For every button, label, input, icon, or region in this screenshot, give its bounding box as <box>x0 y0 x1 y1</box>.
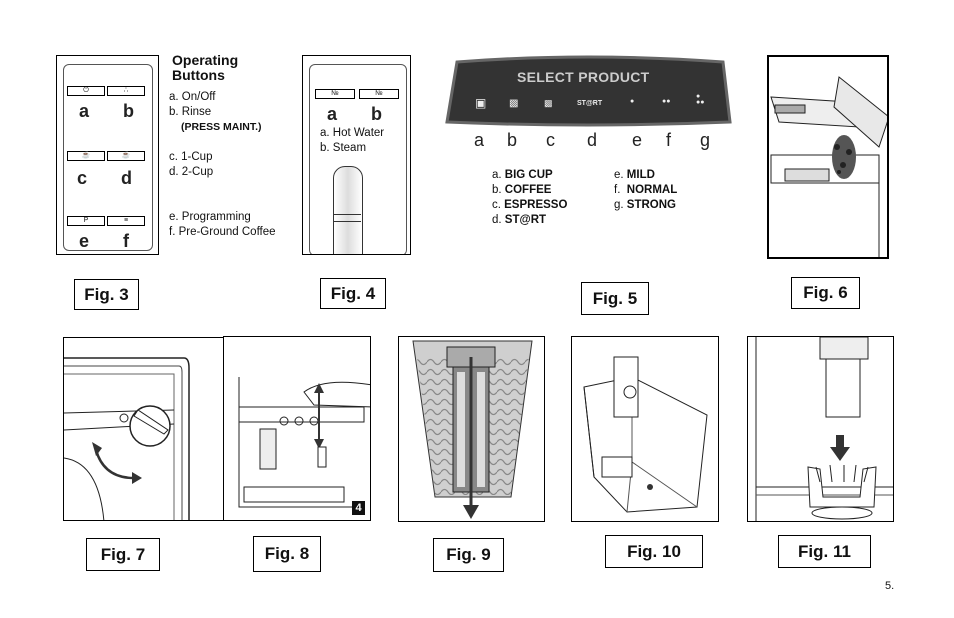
fig7-panel <box>63 337 225 521</box>
rinse-button[interactable]: ∴ <box>107 86 145 96</box>
fig4-item: b. Steam <box>320 142 367 154</box>
fig5-letter-g: g <box>700 130 711 150</box>
fig5-item: b. COFFEE <box>492 184 552 196</box>
start-button[interactable]: ST@RT <box>577 100 603 107</box>
fig7-label: Fig. 7 <box>86 538 160 571</box>
fig3-letter-f: f <box>123 231 129 251</box>
fig4-inner-frame <box>309 64 407 254</box>
fig3-item: d. 2-Cup <box>169 166 214 178</box>
fig3-letter-a: a <box>79 101 90 121</box>
steam-button[interactable]: № <box>359 89 399 99</box>
mild-button[interactable]: ● <box>630 98 635 105</box>
fig4-item: a. Hot Water <box>320 127 385 139</box>
fig5-letter-d: d <box>587 130 598 150</box>
two-cup-button[interactable]: ☕ <box>107 151 145 161</box>
fig3-heading-line1: Operating <box>172 52 239 68</box>
fig4-label: Fig. 4 <box>320 278 386 309</box>
fig5-item-text: STRONG <box>626 199 676 211</box>
fig11-illustration <box>755 337 893 521</box>
fig9-label: Fig. 9 <box>433 538 504 572</box>
fig10-panel <box>571 336 719 522</box>
nozzle-ring <box>333 214 361 222</box>
fig9-panel <box>398 336 545 522</box>
fig3-letter-c: c <box>77 168 88 188</box>
fig3-inner-frame <box>63 64 153 251</box>
pre-ground-button[interactable]: ≡ <box>107 216 145 226</box>
fig5-letter-f: f <box>666 130 672 150</box>
fig5-list-left: a. BIG CUP b. COFFEE c. ESPRESSO d. ST@R… <box>492 168 602 228</box>
fig5-item: e. MILD <box>614 169 655 181</box>
programming-button[interactable]: P <box>67 216 105 226</box>
fig3-letter-d: d <box>121 168 132 188</box>
fig5-item-text: BIG CUP <box>504 169 553 181</box>
fig5-item: a. BIG CUP <box>492 169 553 181</box>
fig5-item: c. ESPRESSO <box>492 199 568 211</box>
fig3-panel: ⏻ ∴ a b ☕ ☕ c d P ≡ e f <box>56 55 159 255</box>
fig5-label: Fig. 5 <box>581 282 649 315</box>
hot-water-button[interactable]: № <box>315 89 355 99</box>
fig3-letter-e: e <box>79 231 90 251</box>
fig5-letter-b: b <box>507 130 518 150</box>
fig8-illustration <box>238 377 370 508</box>
fig3-item: e. Programming <box>169 211 251 223</box>
fig5-display-panel: SELECT PRODUCT ▣ ▩ ▩ ST@RT ● ●● ●●● <box>445 55 732 127</box>
fig5-item: d. ST@RT <box>492 214 547 226</box>
fig3-item: a. On/Off <box>169 91 216 103</box>
fig3-item: f. Pre-Ground Coffee <box>169 226 276 238</box>
fig11-label: Fig. 11 <box>778 535 871 568</box>
fig3-item: b. Rinse <box>169 106 212 118</box>
fig8-panel: 4 <box>223 336 371 521</box>
fig3-item: c. 1-Cup <box>169 151 213 163</box>
fig8-label: Fig. 8 <box>253 536 321 572</box>
normal-button[interactable]: ●● <box>662 98 671 105</box>
fig3-list: a. On/Off b. Rinse (PRESS MAINT.) c. 1-C… <box>169 90 299 240</box>
fig4-panel: № № a b <box>302 55 411 255</box>
fig5-item-text: MILD <box>626 169 655 181</box>
fig9-illustration <box>412 340 533 519</box>
fig11-panel <box>747 336 894 522</box>
fig4-list: a. Hot Water b. Steam <box>320 126 420 156</box>
page-number: 5. <box>885 580 895 592</box>
fig5-letter-e: e <box>632 130 643 150</box>
steam-nozzle <box>333 166 363 254</box>
fig7-illustration <box>64 357 190 520</box>
fig3-heading-line2: Buttons <box>172 67 225 83</box>
big-cup-button[interactable]: ▣ <box>475 96 487 110</box>
fig5-letters: a b c d e f g <box>474 130 734 152</box>
strong-button[interactable]: ●●● <box>696 93 705 106</box>
select-product-display: SELECT PRODUCT <box>517 69 650 85</box>
fig5-item-text: ESPRESSO <box>504 199 568 211</box>
one-cup-button[interactable]: ☕ <box>67 151 105 161</box>
fig5-item-text: NORMAL <box>626 184 678 196</box>
fig4-letter-b: b <box>371 104 382 124</box>
fig8-badge: 4 <box>352 501 365 515</box>
fig3-label: Fig. 3 <box>74 279 139 310</box>
fig3-letter-b: b <box>123 101 134 121</box>
fig6-illustration <box>770 76 887 257</box>
fig5-panel-shape <box>445 55 732 127</box>
fig3-item: (PRESS MAINT.) <box>181 121 262 133</box>
fig5-letter-c: c <box>546 130 555 150</box>
fig5-list-right: e. MILD f. NORMAL g. STRONG <box>614 168 714 213</box>
espresso-button[interactable]: ▩ <box>544 98 553 108</box>
fig3-heading: Operating Buttons <box>172 53 238 83</box>
fig5-item: f. NORMAL <box>614 184 678 196</box>
fig10-illustration <box>583 356 708 513</box>
fig5-letter-a: a <box>474 130 485 150</box>
fig5-item-text: ST@RT <box>504 214 547 226</box>
fig4-letter-a: a <box>327 104 338 124</box>
coffee-button[interactable]: ▩ <box>509 98 519 109</box>
fig6-label: Fig. 6 <box>791 277 860 309</box>
fig5-item: g. STRONG <box>614 199 676 211</box>
fig6-panel <box>767 55 889 259</box>
fig10-label: Fig. 10 <box>605 535 703 568</box>
fig5-item-text: COFFEE <box>504 184 552 196</box>
onoff-button[interactable]: ⏻ <box>67 86 105 96</box>
